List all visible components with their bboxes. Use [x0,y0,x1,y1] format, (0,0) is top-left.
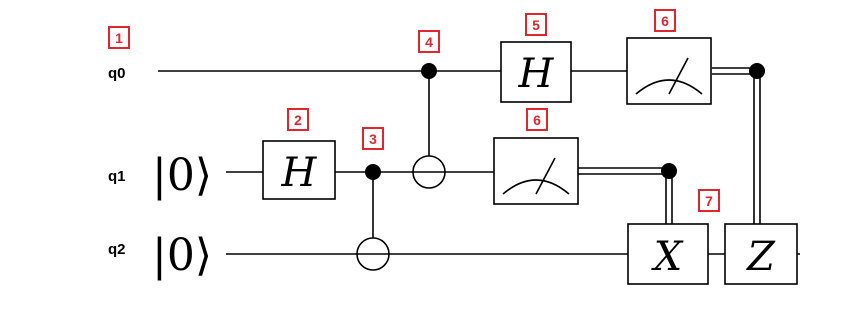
measurement-q1 [493,137,579,205]
measurement-q0 [626,37,712,105]
qubit-label-q0: q0 [108,65,126,82]
classical-control-dot-q1 [661,163,677,179]
svg-text:4: 4 [425,34,433,50]
h-gate-q0: H [500,41,572,103]
control-dot [421,63,437,79]
svg-text:7: 7 [705,193,713,209]
classical-wire-q1 [578,167,673,224]
step-marker-5: 5 [525,13,547,36]
h-gate-q1: H [262,140,336,200]
x-gate-q2-label: X [651,234,684,280]
step-marker-6-q1: 6 [526,108,548,131]
svg-text:2: 2 [294,112,302,128]
svg-text:6: 6 [533,112,541,128]
step-marker-7: 7 [698,189,720,212]
h-gate-q0-label: H [518,51,555,97]
classical-control-dot-q0 [749,63,765,79]
initial-state-q1: |0⟩ [152,150,212,201]
initial-state-q2: |0⟩ [152,230,212,281]
meter-needle-icon [535,157,556,195]
z-gate-q2-label: Z [745,234,776,280]
cnot-q0-q1 [412,63,446,189]
qubit-label-q1: q1 [108,168,126,185]
z-gate-q2: Z [724,223,798,285]
step-marker-6-q0: 6 [654,9,676,32]
cnot-q1-q2 [356,164,390,271]
svg-text:6: 6 [661,13,669,29]
meter-needle-icon [668,57,689,95]
control-dot [365,164,381,180]
h-gate-q1-label: H [281,150,318,196]
step-marker-4: 4 [418,30,440,53]
step-marker-1: 1 [108,26,130,49]
classical-wire-q0 [712,67,761,224]
svg-text:5: 5 [532,17,540,33]
x-gate-q2: X [627,223,709,285]
qubit-label-q2: q2 [108,241,126,258]
step-marker-3: 3 [362,127,384,150]
step-marker-2: 2 [287,108,309,131]
meter-arc-icon [635,79,703,95]
svg-text:3: 3 [369,131,377,147]
meter-arc-icon [502,179,570,195]
svg-text:1: 1 [115,30,123,46]
